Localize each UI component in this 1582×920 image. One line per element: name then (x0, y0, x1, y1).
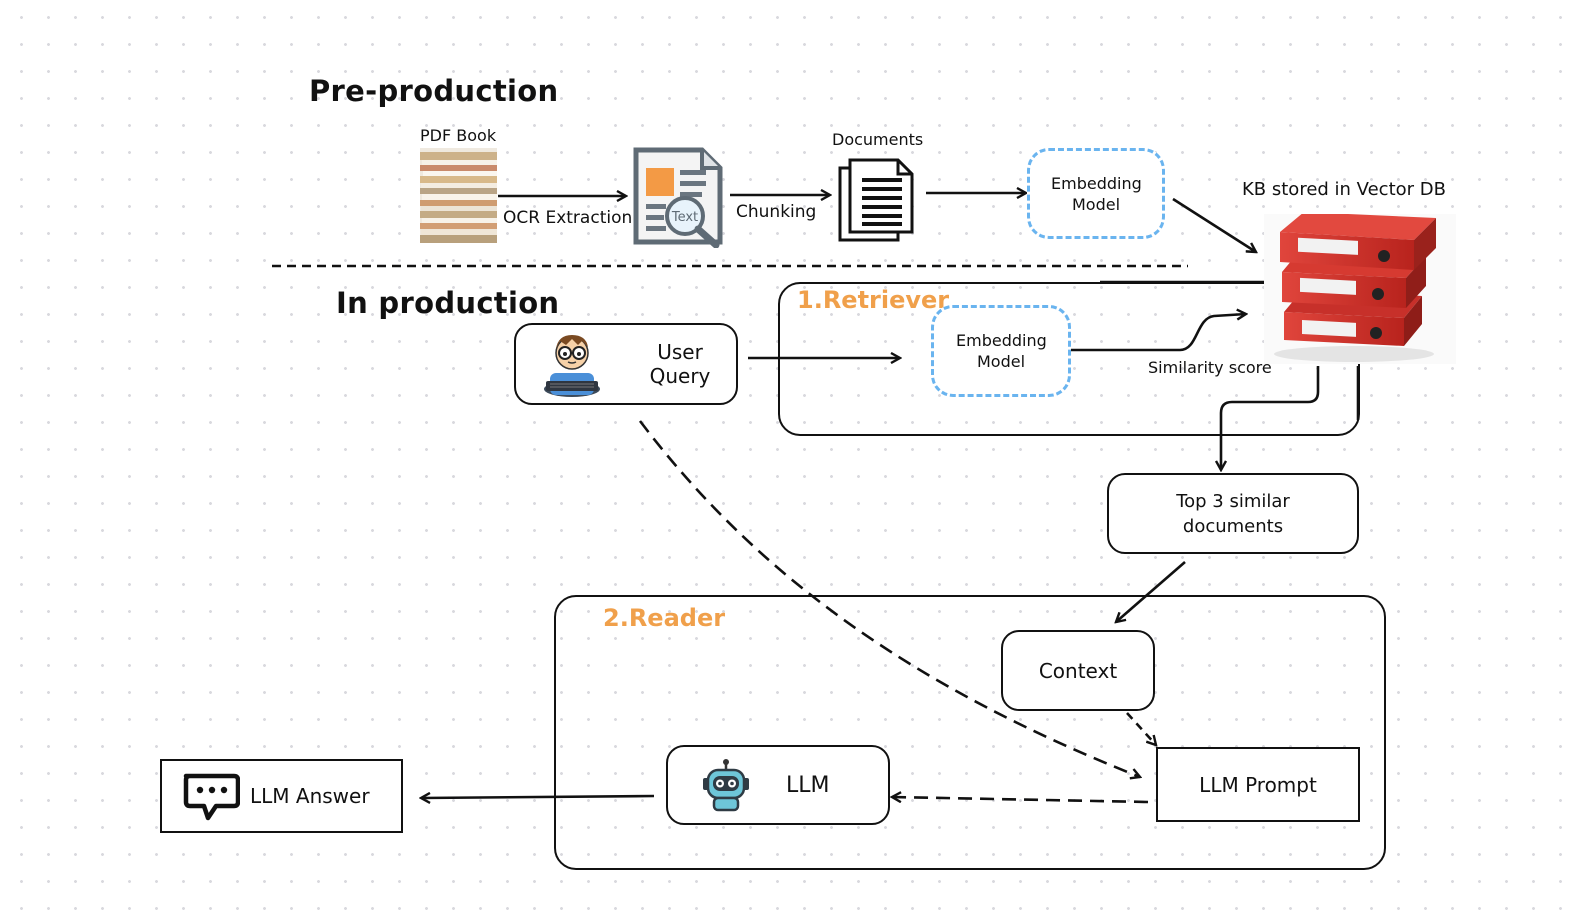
llm-prompt-box: LLM Prompt (1156, 747, 1360, 822)
top-documents-label: Top 3 similar documents (1176, 490, 1290, 537)
user-at-keyboard-icon (544, 335, 600, 397)
context-label: Context (1038, 658, 1118, 683)
arrow-kb-to-top-docs (1221, 366, 1320, 470)
chat-bubble-icon (183, 773, 240, 821)
retriever-title: 1.Retriever (797, 286, 950, 314)
context-box: Context (1001, 630, 1155, 711)
user-query-box: User Query (514, 323, 738, 405)
chunking-label: Chunking (736, 202, 817, 222)
vector-db-binders-icon (1264, 214, 1456, 364)
pdf-book-label: PDF Book (420, 126, 497, 145)
llm-label: LLM (786, 772, 830, 798)
llm-answer-label: LLM Answer (250, 784, 370, 808)
preproduction-title: Pre-production (309, 74, 559, 108)
embedding-model-retriever: Embedding Model (931, 305, 1071, 397)
arrow-llm-to-answer (421, 796, 655, 798)
llm-answer-box: LLM Answer (160, 759, 403, 833)
arrow-embedding-to-kb (1172, 197, 1256, 252)
production-title: In production (336, 286, 560, 320)
embedding-model-preproduction: Embedding Model (1027, 148, 1165, 239)
embedding-model-label: Embedding Model (1051, 173, 1142, 214)
user-query-label: User Query (649, 340, 711, 388)
documents-icon (838, 158, 914, 242)
reader-container (554, 595, 1386, 870)
text-document-icon: Text (633, 147, 723, 248)
arrow-similarity-to-kb (1071, 314, 1246, 352)
arrow-prompt-to-llm (892, 797, 1149, 804)
ocr-extraction-label: OCR Extraction (503, 208, 633, 228)
kb-vector-db-label: KB stored in Vector DB (1242, 179, 1446, 200)
arrow-top-docs-to-context (1116, 561, 1186, 622)
arrow-context-to-prompt (1126, 712, 1156, 745)
reader-title: 2.Reader (603, 604, 726, 632)
similarity-score-label: Similarity score (1148, 358, 1272, 377)
llm-box: LLM (666, 745, 890, 825)
llm-prompt-label: LLM Prompt (1199, 772, 1317, 797)
top-documents-box: Top 3 similar documents (1107, 473, 1359, 554)
embedding-model-retriever-label: Embedding Model (956, 331, 1047, 371)
text-icon-label: Text (671, 210, 698, 225)
pdf-stack-icon (420, 148, 497, 243)
robot-icon (703, 759, 749, 812)
arrow-query-to-prompt (638, 420, 1140, 777)
documents-label: Documents (832, 130, 924, 149)
